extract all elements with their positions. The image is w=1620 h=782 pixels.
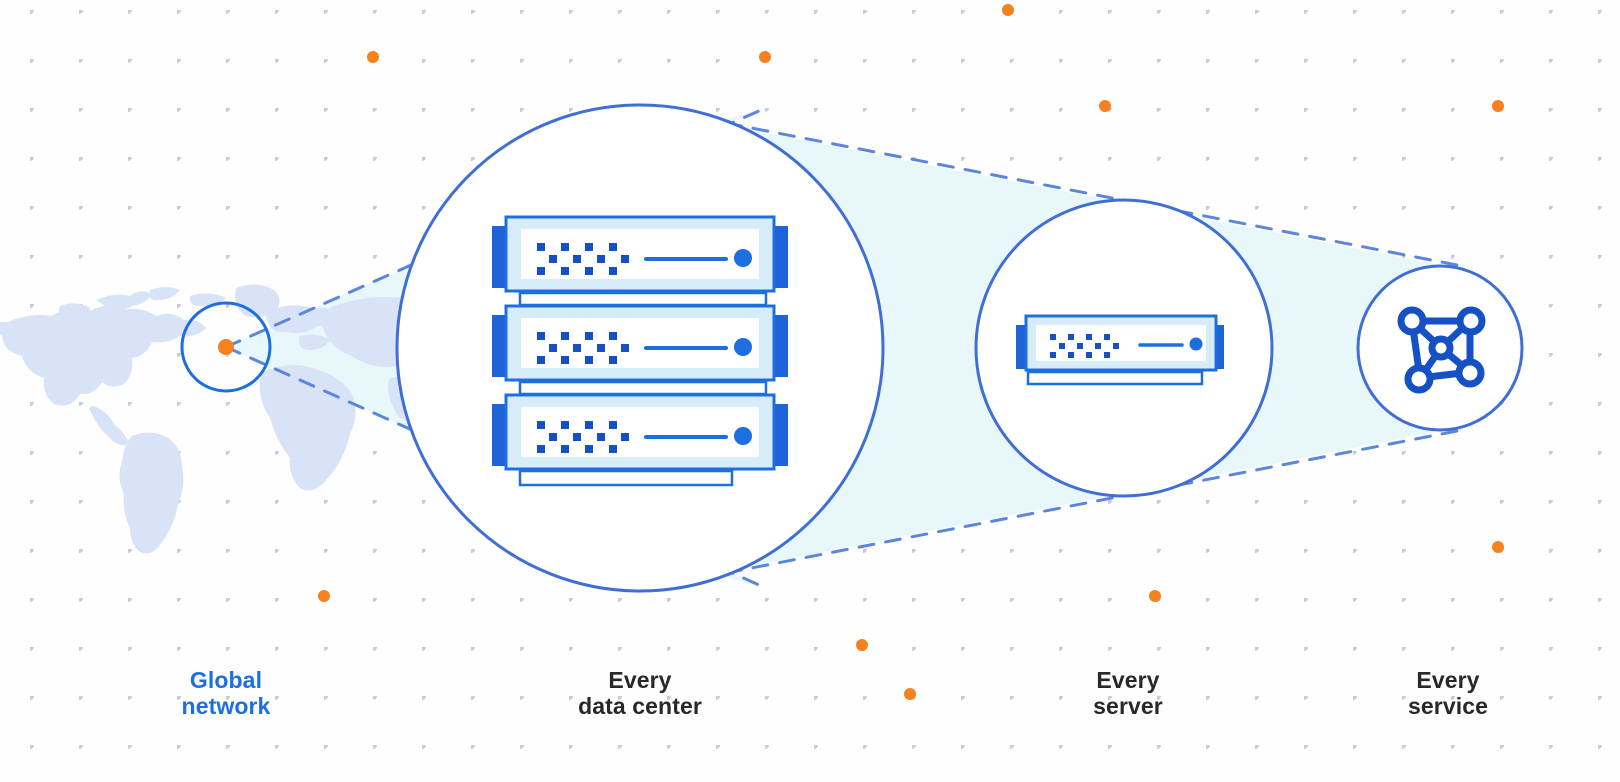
stage-label-server: Every server — [1093, 667, 1163, 719]
rack-unit-3-indicator — [734, 427, 752, 445]
dash-bottom-right — [698, 428, 1464, 580]
server-unit-indicator — [1189, 337, 1203, 351]
stage-label-data-center: Every data center — [578, 667, 702, 719]
rack-spacer-1 — [518, 291, 768, 307]
rack-unit-2-indicator — [734, 338, 752, 356]
rack-unit-2 — [492, 304, 788, 382]
stage-label-service: Every service — [1408, 667, 1488, 719]
rack-unit-1-led-grid — [537, 243, 629, 275]
rack-unit-1-indicator — [734, 249, 752, 267]
accent-dot — [1002, 4, 1014, 16]
rack-base-plinth — [518, 469, 734, 487]
network-node-bottom-right — [1455, 358, 1485, 388]
network-graph-nodes — [1397, 306, 1486, 394]
rack-unit-1 — [492, 215, 788, 293]
rack-unit-3-led-grid — [537, 421, 629, 453]
location-pin-dot — [218, 339, 234, 355]
accent-dot — [759, 51, 771, 63]
network-graph-icon — [1397, 306, 1486, 394]
network-node-top-right — [1456, 306, 1486, 336]
server-unit-icon — [1016, 314, 1224, 386]
dash-top-right — [698, 116, 1464, 268]
accent-dot — [1149, 590, 1161, 602]
server-rack-icon — [492, 215, 788, 487]
server-unit-base — [1026, 370, 1204, 386]
accent-dot — [1492, 541, 1504, 553]
global-network-focus-circle — [180, 301, 272, 393]
network-node-center — [1428, 335, 1454, 361]
rack-unit-2-panel — [521, 318, 759, 368]
server-unit-led-grid — [1050, 334, 1119, 358]
accent-dots — [318, 4, 1504, 700]
network-node-top-left — [1397, 306, 1427, 336]
accent-dot — [904, 688, 916, 700]
network-node-bottom-left — [1404, 364, 1434, 394]
stage-label-global-network: Global network — [181, 667, 271, 719]
rack-unit-2-led-grid — [537, 332, 629, 364]
accent-dot — [318, 590, 330, 602]
accent-dot — [856, 639, 868, 651]
rack-unit-3-panel — [521, 407, 759, 457]
rack-spacer-2 — [518, 380, 768, 396]
rack-unit-1-panel — [521, 229, 759, 279]
accent-dot — [1492, 100, 1504, 112]
rack-unit-3 — [492, 393, 788, 471]
accent-dot — [367, 51, 379, 63]
accent-dot — [1099, 100, 1111, 112]
